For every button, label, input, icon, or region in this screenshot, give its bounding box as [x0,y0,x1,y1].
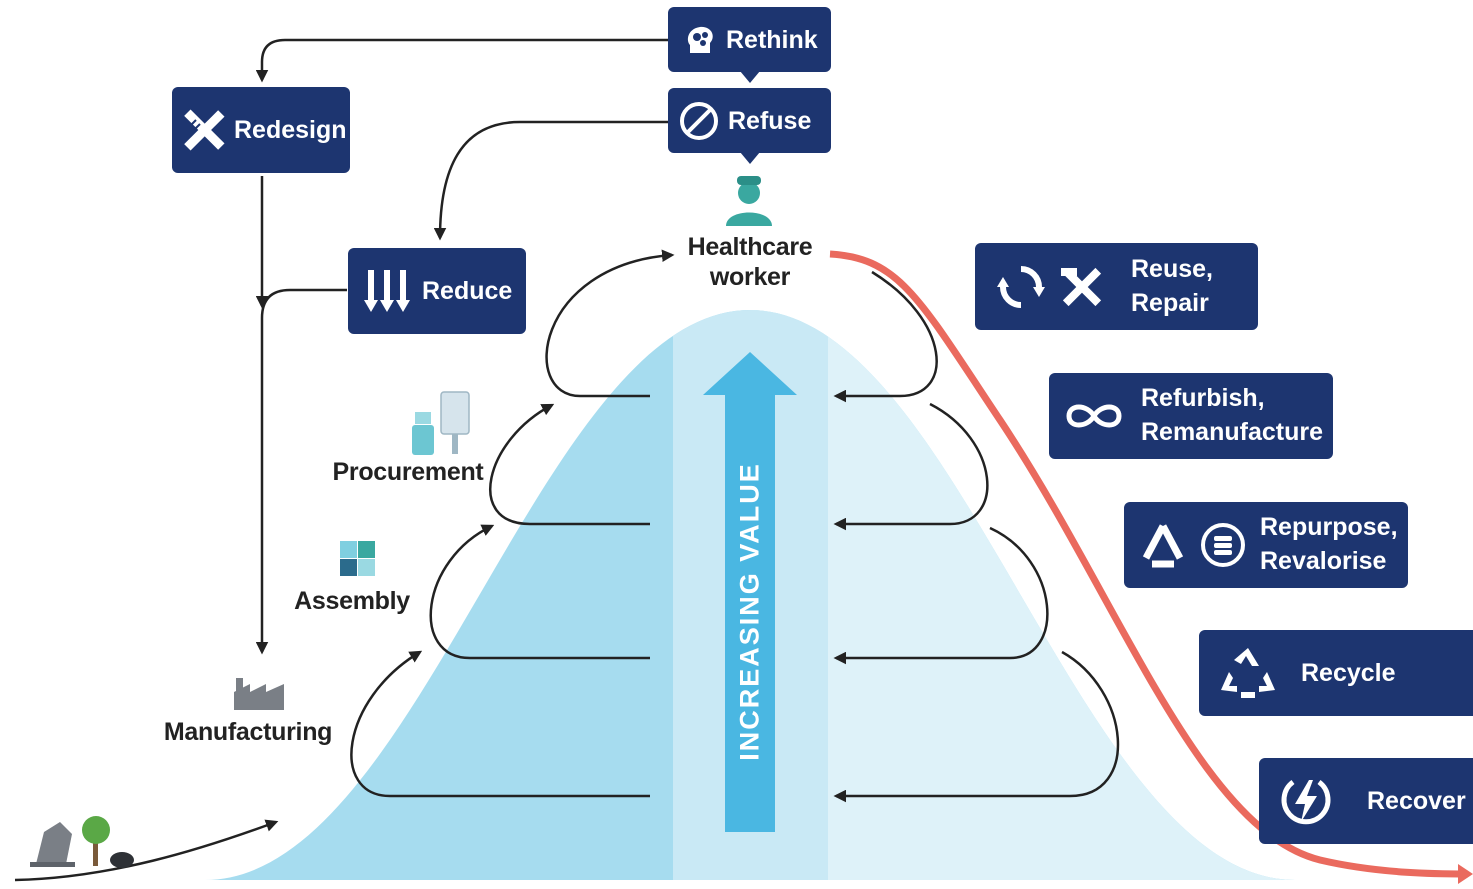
refuse-box[interactable]: Refuse [668,88,831,153]
recover-box[interactable]: Recover [1259,758,1473,844]
reuse-repair-label: Reuse, Repair [1131,253,1213,321]
infinity-icon [1063,398,1125,434]
tools-icon [1059,264,1105,310]
refurbish-label: Refurbish, [1141,384,1265,413]
repurpose-label: Repurpose, [1260,513,1398,542]
manufacturing-icon [234,678,284,710]
coins-cycle-icon [1198,520,1248,570]
refurbish-remanufacture-label: Refurbish, Remanufacture [1141,382,1323,450]
healthcare-worker-icon [726,176,772,226]
pencil-ruler-icon [182,108,226,152]
left-flow-arrows [14,249,675,882]
recover-label: Recover [1367,787,1466,815]
procurement-icon [412,391,470,455]
assembly-label: Assembly [294,587,410,615]
reduce-box[interactable]: Reduce [348,248,526,334]
assembly-icon [340,541,375,576]
waste-line-arrowhead [1458,864,1473,884]
redesign-box[interactable]: Redesign [172,87,350,173]
healthcare-worker-line1: Healthcare [687,233,813,261]
procurement-label: Procurement [332,458,484,486]
refuse-label: Refuse [728,106,812,135]
increasing-value-label: INCREASING VALUE [734,462,765,761]
feedback-arrows [255,38,668,655]
redesign-label: Redesign [234,116,347,144]
repurpose-revalorise-label: Repurpose, Revalorise [1260,511,1398,579]
right-flow-arrows [833,270,1120,803]
reuse-label: Reuse, [1131,254,1213,283]
increasing-value-arrow [703,352,797,832]
rethink-box[interactable]: Rethink [668,7,831,72]
rethink-label: Rethink [726,25,818,54]
healthcare-worker-line2: worker [709,263,791,291]
raw-materials-icon [30,816,134,868]
repair-label: Repair [1131,288,1209,317]
prohibited-icon [678,100,720,142]
repurpose-revalorise-box[interactable]: Repurpose, Revalorise [1124,502,1408,588]
healthcare-worker-label: Healthcare worker [670,232,830,292]
refresh-icon [997,263,1045,311]
manufacturing-label: Manufacturing [163,718,333,746]
triangle-recycle-icon [1138,522,1188,568]
rethink-pointer [740,71,760,83]
brain-gears-icon [684,23,718,57]
refuse-pointer [740,152,760,164]
down-arrows-icon [364,268,410,314]
remanufacture-label: Remanufacture [1141,418,1323,446]
waste-line [829,250,1469,878]
refurbish-remanufacture-box[interactable]: Refurbish, Remanufacture [1049,373,1333,459]
recycle-label: Recycle [1301,659,1396,687]
recycle-icon [1219,646,1277,700]
reuse-repair-box[interactable]: Reuse, Repair [975,243,1258,330]
reduce-label: Reduce [422,277,513,305]
recycle-box[interactable]: Recycle [1199,630,1473,716]
revalorise-label: Revalorise [1260,547,1387,575]
energy-bolt-icon [1277,772,1335,830]
